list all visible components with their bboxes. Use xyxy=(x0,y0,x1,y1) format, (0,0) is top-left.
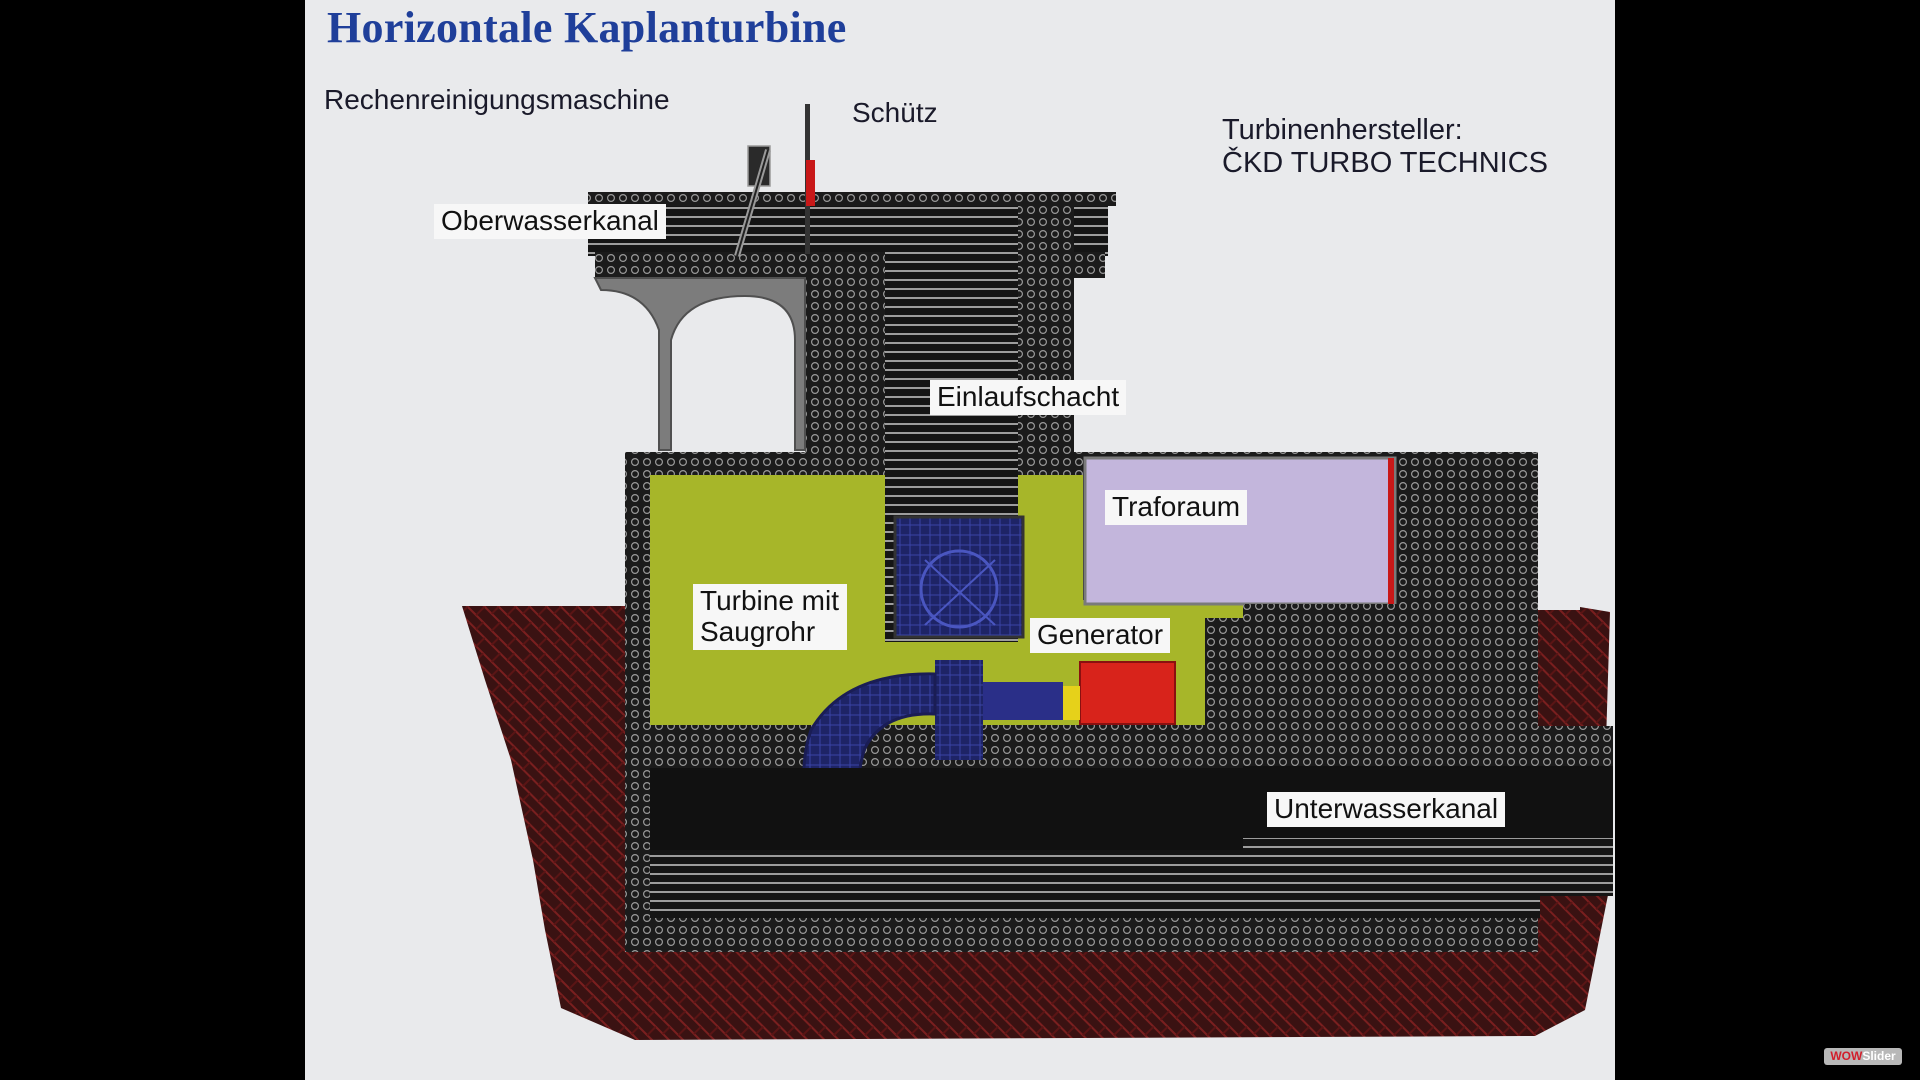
page-title: Horizontale Kaplanturbine xyxy=(327,3,847,52)
label-rack-cleaner: Rechenreinigungsmaschine xyxy=(324,84,670,115)
label-gate: Schütz xyxy=(852,97,938,128)
upper-deck xyxy=(588,192,1116,206)
turbine-shaft xyxy=(983,682,1063,720)
turbine-casing xyxy=(893,515,1025,639)
watermark-part2: Slider xyxy=(1862,1049,1896,1063)
label-turbine: Turbine mit Saugrohr xyxy=(693,584,847,650)
info-panel: Horizontale Kaplanturbine Rechenreinigun… xyxy=(305,0,1615,1080)
manufacturer-credit: Turbinenhersteller: ČKD TURBO TECHNICS xyxy=(1222,114,1548,181)
intake-shaft-wall-right xyxy=(1018,192,1074,475)
wowslider-watermark[interactable]: WOWSlider xyxy=(1824,1048,1902,1065)
transformer-room xyxy=(1083,456,1397,606)
label-transformer-room: Traforaum xyxy=(1105,490,1248,525)
manufacturer-heading: Turbinenhersteller: xyxy=(1222,114,1463,146)
label-headwater-canal: Oberwasserkanal xyxy=(434,204,666,239)
label-turbine-line2: Saugrohr xyxy=(700,615,816,647)
manufacturer-name: ČKD TURBO TECHNICS xyxy=(1222,147,1549,180)
label-turbine-line1: Turbine mit xyxy=(700,585,840,616)
arch-structure xyxy=(593,277,806,451)
gate-red xyxy=(806,160,815,206)
watermark-part1: WOW xyxy=(1830,1049,1863,1063)
label-generator: Generator xyxy=(1030,618,1171,653)
generator xyxy=(1079,661,1176,725)
label-intake-shaft: Einlaufschacht xyxy=(930,380,1127,415)
intake-shaft-wall-left xyxy=(805,255,885,475)
label-tailwater-canal: Unterwasserkanal xyxy=(1267,792,1506,827)
turbine-diagram xyxy=(462,104,1613,1040)
